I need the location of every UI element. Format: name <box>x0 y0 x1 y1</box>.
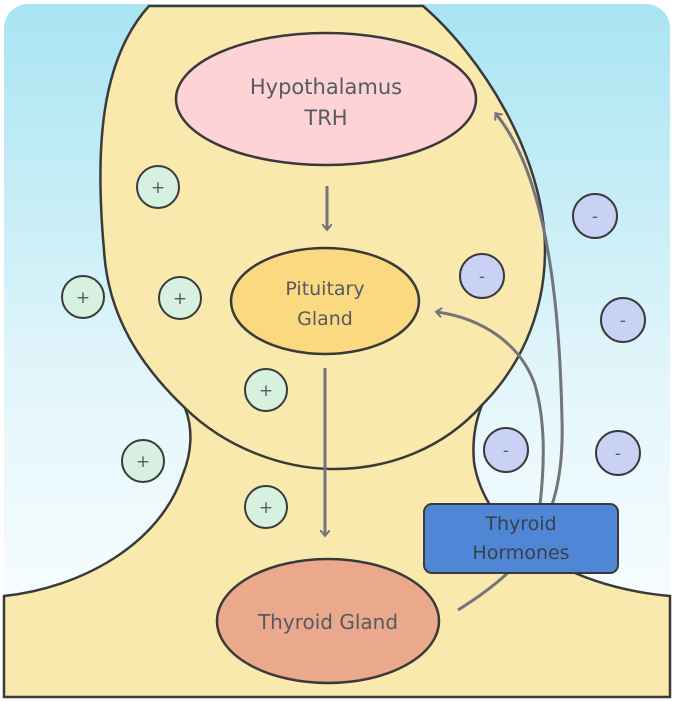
svg-text:+: + <box>76 288 90 308</box>
positive-sign: + <box>136 165 180 209</box>
thyroid-hormones-box: Thyroid Hormones <box>423 503 619 574</box>
svg-text:+: + <box>173 289 187 309</box>
pituitary-gland-label: Gland <box>297 308 353 330</box>
thyroid-gland-label: Thyroid Gland <box>257 610 398 634</box>
positive-sign: + <box>121 439 165 483</box>
feedback-arrow-to-pituitary <box>437 312 545 506</box>
svg-text:+: + <box>136 452 150 472</box>
svg-text:-: - <box>615 444 621 464</box>
thyroid-gland-node: Thyroid Gland <box>215 557 441 685</box>
negative-sign: - <box>459 253 505 299</box>
svg-text:+: + <box>151 178 165 198</box>
svg-text:-: - <box>503 441 509 461</box>
negative-sign: - <box>595 430 641 476</box>
svg-text:-: - <box>592 207 598 227</box>
hypothalamus-label: Hypothalamus <box>250 75 402 99</box>
jaw-line <box>184 404 483 471</box>
negative-sign: - <box>572 193 618 239</box>
svg-text:-: - <box>479 267 485 287</box>
hypothalamus-trh-label: TRH <box>303 106 347 130</box>
svg-text:+: + <box>259 381 273 401</box>
positive-sign: + <box>244 485 288 529</box>
hypothalamus-node: Hypothalamus TRH <box>174 31 478 167</box>
thyroid-hormones-label-line1: Thyroid <box>484 513 556 535</box>
negative-sign: - <box>483 427 529 473</box>
positive-sign: + <box>158 276 202 320</box>
negative-signs: - - - - - <box>459 193 646 476</box>
svg-text:+: + <box>259 498 273 518</box>
positive-sign: + <box>244 368 288 412</box>
positive-signs: + + + + + + <box>61 165 288 529</box>
pituitary-node: Pituitary Gland <box>229 246 421 356</box>
positive-sign: + <box>61 275 105 319</box>
negative-sign: - <box>600 297 646 343</box>
pituitary-label: Pituitary <box>285 278 364 300</box>
thyroid-hormones-label-line2: Hormones <box>472 542 569 564</box>
svg-text:-: - <box>620 311 626 331</box>
